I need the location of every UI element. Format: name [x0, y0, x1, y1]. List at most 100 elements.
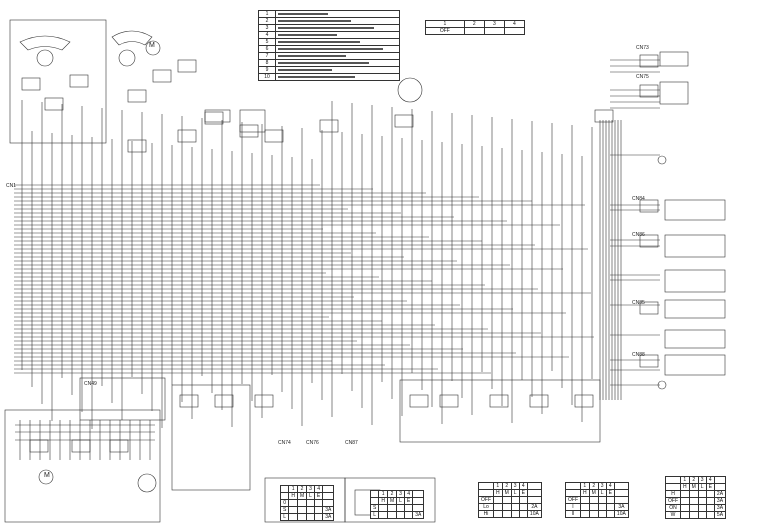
table-row: Hi 10A — [478, 510, 542, 518]
connector-box — [152, 69, 172, 83]
connector-box — [409, 394, 429, 408]
legend-row: 2 — [258, 17, 400, 25]
connector-label-cn85: CN85 — [632, 300, 645, 306]
header-cell: E — [518, 489, 528, 497]
header-cell: L — [597, 489, 607, 497]
header-cell: E — [705, 483, 715, 491]
current-cell: 3A — [713, 497, 727, 505]
control-unit-frame — [4, 409, 161, 523]
legend-number: 3 — [258, 24, 276, 32]
table-row: OFF — [565, 496, 629, 504]
header-cell: 3 — [483, 20, 505, 28]
legend-row: 9 — [258, 66, 400, 74]
component-box — [664, 234, 726, 258]
current-cell — [613, 496, 629, 504]
switch-group-frame — [399, 379, 601, 443]
legend-row: 6 — [258, 45, 400, 53]
legend-text — [275, 17, 400, 25]
header-cell: E — [605, 489, 615, 497]
instrument-cluster-frame — [9, 19, 107, 144]
relay-block-frame — [79, 377, 166, 421]
motor-label-2: M — [44, 472, 50, 479]
current-cell: 2A — [526, 503, 542, 511]
legend-row: 7 — [258, 52, 400, 60]
current-cell: 10A — [526, 510, 542, 518]
connector-box — [639, 234, 659, 248]
legend-number: 10 — [258, 73, 276, 81]
legend-row: 8 — [258, 59, 400, 67]
header-cell: M — [386, 497, 398, 505]
header-cell: M — [296, 492, 308, 500]
connector-label-cn73: CN73 — [636, 45, 649, 51]
header-cell: 4 — [403, 490, 414, 498]
horn-icon — [137, 473, 157, 493]
connector-box — [214, 394, 234, 408]
header-cell: M — [688, 483, 699, 491]
motor-icon — [145, 40, 161, 56]
position-cell: S — [369, 504, 380, 512]
legend-number: 2 — [258, 17, 276, 25]
table-row: S — [369, 504, 425, 512]
header-cell: M — [501, 489, 512, 497]
header-cell: L — [697, 483, 707, 491]
legend-number: 6 — [258, 45, 276, 53]
header-cell: H — [580, 489, 590, 497]
connector-box — [109, 439, 129, 453]
position-cell: H — [665, 490, 681, 498]
legend-number: 4 — [258, 31, 276, 39]
header-cell: 2 — [501, 482, 512, 490]
connector-box — [179, 394, 199, 408]
header-cell: 2 — [688, 476, 699, 484]
legend-row: 3 — [258, 24, 400, 32]
connector-box — [127, 89, 147, 103]
connector-label-cn74: CN74 — [278, 440, 291, 446]
header-cell: 1 — [680, 476, 690, 484]
temp-gauge-icon — [111, 30, 153, 46]
header-cell: H — [680, 483, 690, 491]
connector-box — [639, 301, 659, 315]
header-cell: 3 — [306, 485, 315, 493]
current-cell: 3A — [322, 506, 335, 514]
connector-label-cn75: CN75 — [636, 74, 649, 80]
harness-frame — [171, 384, 251, 491]
position-cell: S — [279, 506, 290, 514]
header-cell: 3 — [697, 476, 707, 484]
fuel-gauge-icon — [19, 35, 71, 51]
table-row: S 3A — [279, 506, 335, 514]
header-cell: E — [313, 492, 324, 500]
header-cell: 4 — [503, 20, 526, 28]
header-cell: L — [396, 497, 405, 505]
component-box — [659, 51, 689, 67]
legend-text — [275, 45, 400, 53]
header-cell: 3 — [396, 490, 405, 498]
connector-box — [254, 394, 274, 408]
position-cell: L — [279, 513, 290, 521]
connector-label-cn1: CN1 — [6, 183, 17, 189]
legend-number: 7 — [258, 52, 276, 60]
position-cell: Hi — [478, 510, 494, 518]
header-cell: 2 — [588, 482, 599, 490]
connector-box — [639, 199, 659, 213]
connector-label-cn87: CN87 — [345, 440, 358, 446]
connector-box — [177, 129, 197, 143]
header-cell: 1 — [288, 485, 298, 493]
legend-text — [275, 73, 400, 81]
header-cell: 3 — [510, 482, 520, 490]
legend-row: 1 — [258, 10, 400, 18]
table-row: OFF — [478, 496, 542, 504]
legend-text — [275, 52, 400, 60]
component-box — [664, 354, 726, 376]
current-cell — [322, 499, 335, 507]
